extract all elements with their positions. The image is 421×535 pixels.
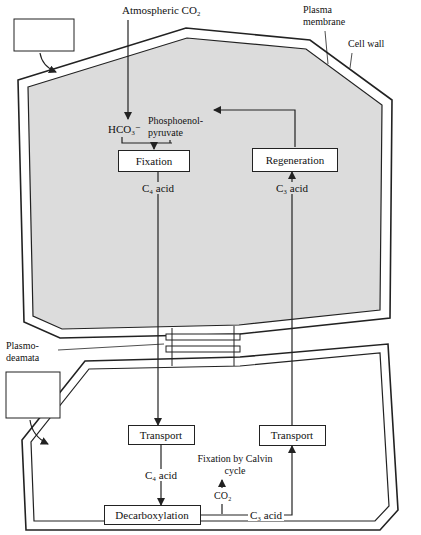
- flow-arrow: [214, 110, 295, 147]
- box-text: Decarboxylation: [115, 509, 188, 522]
- flow-arrow: [153, 143, 154, 149]
- flow-line: [221, 504, 222, 514]
- box-text: Regeneration: [266, 154, 325, 167]
- edge-label: C₃ acid: [274, 182, 310, 195]
- box-text: Fixation: [136, 155, 173, 168]
- process-box: Fixation: [118, 150, 190, 172]
- text-label: Plasma membrane: [303, 4, 357, 27]
- pointer-arrow: [40, 53, 56, 72]
- leader-line: [58, 344, 164, 350]
- text-label: Cell wall: [348, 38, 384, 50]
- flow-arrow: [221, 480, 222, 488]
- box-text: Transport: [271, 429, 313, 442]
- plasma-membrane: [31, 353, 389, 521]
- plasmodesma: [166, 334, 240, 340]
- pointer-arrow: [30, 420, 48, 444]
- process-box: Regeneration: [252, 148, 338, 172]
- plasma-membrane: [28, 38, 382, 329]
- cell-wall: [18, 28, 392, 338]
- process-box: Decarboxylation: [104, 505, 201, 525]
- flow-line: [122, 137, 172, 143]
- text-label: Phosphoenol-pyruvate: [148, 115, 223, 138]
- process-box: Transport: [128, 425, 195, 445]
- box-text: Transport: [140, 429, 182, 442]
- text-label: Fixation by Calvin cycle: [194, 453, 276, 476]
- edge-label: C₃ acid: [248, 509, 284, 522]
- process-box: Transport: [259, 425, 326, 446]
- plasmodesma-wall: [172, 326, 234, 366]
- flow-arrow: [291, 172, 292, 425]
- text-label: CO₂: [214, 490, 231, 502]
- text-label: HCO₃⁻: [108, 123, 141, 136]
- plasmodesma: [166, 346, 240, 352]
- leader-line: [350, 53, 352, 68]
- blank-box: [14, 19, 74, 51]
- flow-arrow: [157, 172, 158, 425]
- edge-label: C₄ acid: [140, 182, 176, 195]
- blank-box: [6, 372, 60, 418]
- leader-line: [325, 31, 328, 64]
- text-label: Plasmo-deamata: [6, 340, 58, 363]
- flow-arrow: [127, 20, 128, 119]
- edge-label: C₄ acid: [143, 469, 179, 482]
- text-label: Atmospheric CO₂: [122, 4, 201, 17]
- cell-wall: [22, 344, 398, 530]
